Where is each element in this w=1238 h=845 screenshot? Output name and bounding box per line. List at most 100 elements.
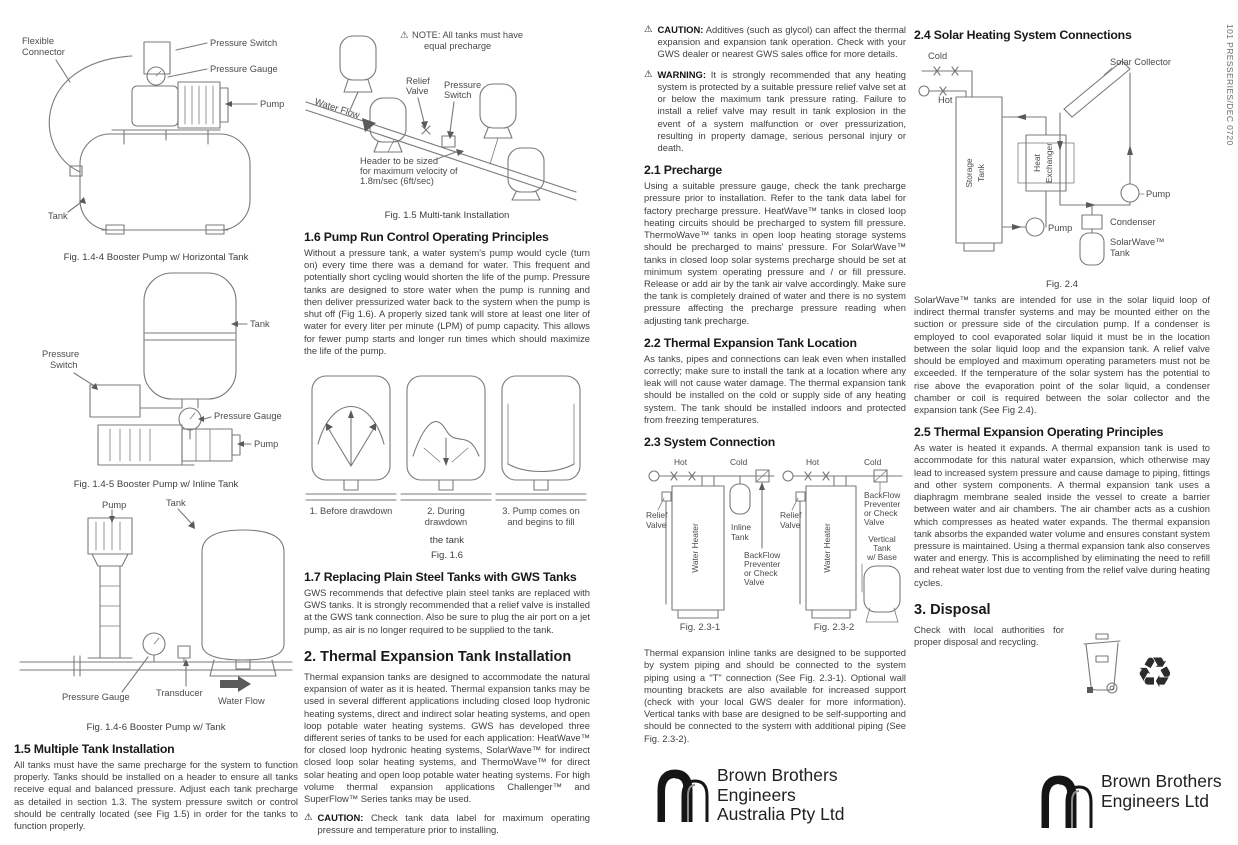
label-condenser: Condenser xyxy=(1110,217,1155,227)
fig-1-6-labels: 1. Before drawdown 2. During drawdown 3.… xyxy=(310,506,580,527)
label-backflow-3: or Check xyxy=(864,508,898,518)
caution-label: CAUTION: xyxy=(317,812,364,824)
section-1-7-body: GWS recommends that defective plain stee… xyxy=(304,586,590,635)
fig-1-4-6-caption: Fig. 1.4-6 Booster Pump w/ Tank xyxy=(86,722,226,733)
warning-triangle-icon: ⚠ xyxy=(304,812,313,824)
brown-brothers-logo-center: Brown Brothers Engineers Australia Pty L… xyxy=(652,765,845,825)
section-2-3-body: Thermal expansion inline tanks are desig… xyxy=(644,647,906,744)
label-transducer: Transducer xyxy=(156,688,203,698)
header-note-2: for maximum velocity of xyxy=(360,166,458,176)
fig-1-4-4-diagram: Flexible Connector Pressure Switch Press… xyxy=(22,36,284,235)
tank-before-drawdown xyxy=(305,375,397,501)
section-1-6-body: Without a pressure tank, a water system'… xyxy=(304,247,590,356)
disposal-block: Check with local authorities for proper … xyxy=(914,624,1210,694)
multi-tank-drawing xyxy=(305,35,577,201)
fig-2-3-1-drawing: Water Heater Hot Cold Relief Valve Inlin… xyxy=(646,457,781,633)
label-cold: Cold xyxy=(730,457,748,467)
section-2-4-body: SolarWave™ tanks are intended for use in… xyxy=(914,294,1210,415)
tank-pump-fills xyxy=(495,375,587,501)
label-valve: Valve xyxy=(646,520,667,530)
label-tank: Tank xyxy=(250,319,270,329)
label-connector: Connector xyxy=(22,47,65,57)
section-2-4-heading: 2.4 Solar Heating System Connections xyxy=(914,28,1132,42)
fig-1-6-diagram: 1. Before drawdown 2. During drawdown 3.… xyxy=(305,375,587,527)
fig-1-5-diagram: ⚠ NOTE: All tanks must have equal precha… xyxy=(305,30,577,201)
fig-1-4-5-labels: Tank Pressure Switch Pressure Gauge Pump xyxy=(42,319,282,449)
section-2-5-body: As water is heated it expands. A thermal… xyxy=(914,442,1211,588)
brown-brothers-logo-text: Brown Brothers Engineers Australia Pty L… xyxy=(717,765,845,825)
page-edge-code: 101 PRESSERIES/DEC 0720 xyxy=(1225,24,1235,146)
label-with-base: w/ Base xyxy=(866,552,897,562)
section-2-2-body: As tanks, pipes and connections can leak… xyxy=(644,352,906,425)
label-heat: Heat xyxy=(1032,153,1042,171)
header-note-3: 1.8m/sec (6ft/sec) xyxy=(360,176,434,186)
column-2: ⚠ NOTE: All tanks must have equal precha… xyxy=(304,22,590,845)
label-fill-2: and begins to fill xyxy=(507,517,574,527)
column-3: ⚠ CAUTION: Additives (such as glycol) ca… xyxy=(644,24,906,752)
flow-arrow xyxy=(362,118,376,132)
label-before-drawdown: 1. Before drawdown xyxy=(310,506,393,516)
logo-line-2: Engineers xyxy=(717,784,796,805)
label-pump: Pump xyxy=(260,99,284,109)
section-2-3-heading: 2.3 System Connection xyxy=(644,435,776,450)
label-relief: Relief xyxy=(406,76,430,86)
brown-brothers-logo-text: Brown Brothers Engineers Ltd xyxy=(1101,771,1222,811)
section-1-7-heading: 1.7 Replacing Plain Steel Tanks with GWS… xyxy=(304,569,577,584)
tank-during-drawdown xyxy=(400,375,492,501)
warning-triangle-icon: ⚠ xyxy=(644,24,653,35)
section-2-5-heading: 2.5 Thermal Expansion Operating Principl… xyxy=(914,425,1164,440)
water-flow-arrow xyxy=(220,676,251,692)
label-water-heater: Water Heater xyxy=(822,523,832,573)
disposal-icons: ♻ xyxy=(1078,632,1174,694)
booster-pump-tank-drawing xyxy=(19,517,293,692)
label-switch: Switch xyxy=(444,90,471,100)
label-water-flow: Water Flow xyxy=(218,696,265,706)
label-switch: Switch xyxy=(50,360,77,370)
caution-tank-data: ⚠ CAUTION: Check tank data label for max… xyxy=(304,812,590,836)
section-2-1-body: Using a suitable pressure gauge, check t… xyxy=(644,180,906,326)
label-pressure-gauge: Pressure Gauge xyxy=(214,411,282,421)
warning-relief-valve: ⚠ WARNING: It is strongly recommended th… xyxy=(644,69,906,155)
fig-1-4-6-labels: Pump Tank Pressure Gauge Transducer Wate… xyxy=(62,498,265,706)
label-solarwave-tank: Tank xyxy=(1110,248,1130,258)
logo-line-3: Australia Pty Ltd xyxy=(717,804,845,825)
fig-1-4-4-caption: Fig. 1.4-4 Booster Pump w/ Horizontal Ta… xyxy=(63,252,249,263)
label-pump-right: Pump xyxy=(1146,189,1170,199)
label-hot: Hot xyxy=(674,457,688,467)
label-storage-tank: Tank xyxy=(976,163,986,182)
logo-line-2: Engineers Ltd xyxy=(1101,790,1209,811)
label-hot: Hot xyxy=(806,457,820,467)
label-during-2: drawdown xyxy=(425,517,467,527)
label-pressure-gauge: Pressure Gauge xyxy=(62,692,130,702)
label-fill-1: 3. Pump comes on xyxy=(502,506,580,516)
label-vertical-tank: Tank xyxy=(873,543,892,553)
brown-brothers-logo-right: Brown Brothers Engineers Ltd xyxy=(1036,771,1222,828)
label-valve: Valve xyxy=(780,520,801,530)
label-exchanger: Exchanger xyxy=(1044,143,1054,183)
label-pump: Pump xyxy=(102,500,126,510)
column-1: Flexible Connector Pressure Switch Press… xyxy=(14,22,298,839)
warning-text: It is strongly recommended that any heat… xyxy=(657,68,906,153)
label-relief: Relief xyxy=(780,510,802,520)
header-note-1: Header to be sized xyxy=(360,156,438,166)
label-backflow-1: BackFlow xyxy=(864,490,901,500)
label-pump-left: Pump xyxy=(1048,223,1072,233)
fig-1-5-labels: ⚠ NOTE: All tanks must have equal precha… xyxy=(313,30,523,186)
section-2-body: Thermal expansion tanks are designed to … xyxy=(304,670,590,805)
logo-line-1: Brown Brothers xyxy=(717,765,838,785)
fig-2-3-diagram: Water Heater Hot Cold Relief Valve Inlin… xyxy=(646,457,903,633)
label-pressure-switch: Pressure Switch xyxy=(210,38,277,48)
section-2-1-heading: 2.1 Precharge xyxy=(644,163,723,178)
label-relief: Relief xyxy=(646,510,668,520)
fig-1-4-6-diagram: Pump Tank Pressure Gauge Transducer Wate… xyxy=(19,498,293,706)
label-backflow-4: Valve xyxy=(864,517,885,527)
warning-triangle-icon: ⚠ xyxy=(644,68,653,80)
label-pressure: Pressure xyxy=(42,349,79,359)
brown-brothers-arches-icon xyxy=(1041,775,1093,828)
fig-1-6-extra-line: the tank xyxy=(429,534,465,546)
label-tank: Tank xyxy=(166,498,186,508)
caution-text: Additives (such as glycol) can affect th… xyxy=(657,24,907,60)
label-hot: Hot xyxy=(938,95,953,105)
note-line-2: equal precharge xyxy=(424,41,491,51)
label-water-heater: Water Heater xyxy=(690,523,700,573)
